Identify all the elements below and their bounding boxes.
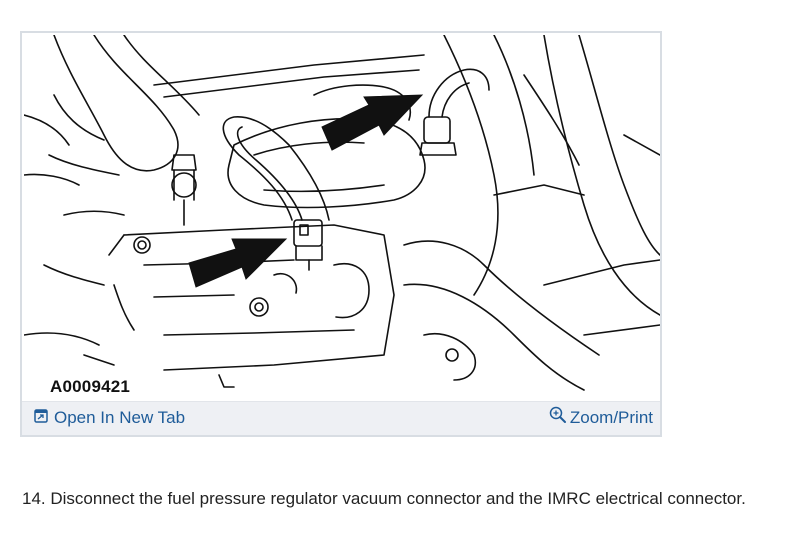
zoom-print-link[interactable]: Zoom/Print xyxy=(549,406,653,429)
arrow-vacuum-connector xyxy=(321,94,424,151)
engine-diagram-image: A0009421 xyxy=(24,35,660,402)
open-in-new-tab-link[interactable]: Open In New Tab xyxy=(34,408,185,428)
figure-id-label: A0009421 xyxy=(50,377,131,396)
engine-line-drawing xyxy=(24,35,660,391)
zoom-icon xyxy=(549,406,567,429)
arrow-electrical-connector xyxy=(188,238,288,288)
open-new-tab-icon xyxy=(34,408,48,428)
zoom-print-label: Zoom/Print xyxy=(569,407,653,427)
step-instruction: 14. Disconnect the fuel pressure regulat… xyxy=(22,489,746,508)
open-in-new-tab-label: Open In New Tab xyxy=(54,408,186,427)
figure-card: A0009421 Open In New Tab xyxy=(20,31,662,437)
figure-toolbar: Open In New Tab Zoom/Print xyxy=(22,401,660,435)
